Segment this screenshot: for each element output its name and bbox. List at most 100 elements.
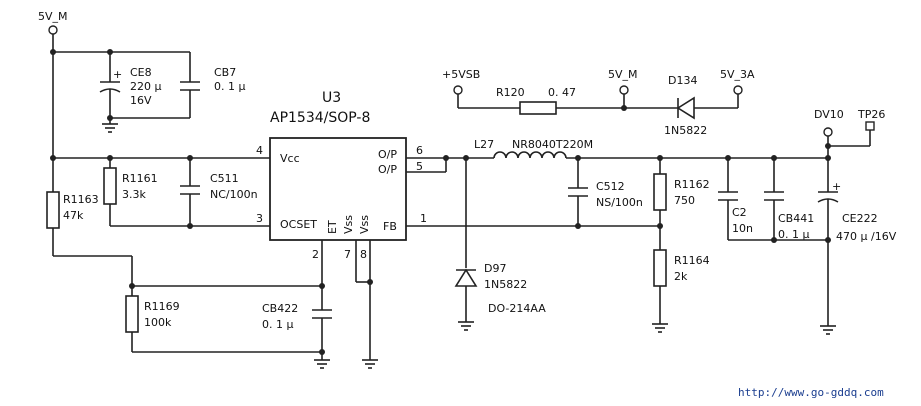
net-label-dv10: DV10 (814, 108, 844, 121)
label-d97-value: 1N5822 (484, 278, 527, 291)
label-cb422-ref: CB422 (262, 302, 298, 315)
net-label-5v-3a: 5V_3A (720, 68, 755, 81)
label-l27-ref: L27 (474, 138, 494, 151)
label-r1162-ref: R1162 (674, 178, 710, 191)
pin-number-4: 4 (256, 144, 263, 157)
junction-dot (187, 223, 193, 229)
capacitor-cb7 (180, 52, 200, 118)
pin-number-5: 5 (416, 160, 423, 173)
capacitor-c511 (180, 158, 200, 226)
label-ce8-value: 220 μ (130, 80, 162, 93)
terminal-dv10 (823, 127, 833, 137)
ground-symbol (652, 323, 668, 333)
pin-number-3: 3 (256, 212, 263, 225)
testpoint-tp26 (865, 121, 875, 131)
capacitor-ce8: + (99, 52, 122, 118)
resistor-r1162 (653, 173, 667, 211)
terminal-5v-m (48, 25, 58, 35)
diode-d134 (676, 96, 738, 120)
label-c511-value: NC/100n (210, 188, 258, 201)
label-cb441-value: 0. 1 μ (778, 228, 810, 241)
label-cb7-value: 0. 1 μ (214, 80, 246, 93)
footer-url[interactable]: http://www.go-gddq.com (738, 386, 884, 399)
pin-vss2-label: Vss (358, 215, 371, 234)
label-cb441-ref: CB441 (778, 212, 814, 225)
ground-symbol (820, 325, 836, 335)
net-label-5vsb: +5VSB (442, 68, 480, 81)
label-r1163-ref: R1163 (63, 193, 99, 206)
label-r120-ref: R120 (496, 86, 525, 99)
pin-number-2: 2 (312, 248, 319, 261)
pin-ocset-label: OCSET (280, 218, 317, 231)
junction-dot (50, 49, 56, 55)
net-label-5v-m: 5V_M (38, 10, 68, 23)
terminal-5v-3a (733, 85, 743, 95)
resistor-r1161 (103, 167, 117, 205)
junction-dot (621, 105, 627, 111)
net-label-tp26: TP26 (857, 108, 885, 121)
label-d134-value: 1N5822 (664, 124, 707, 137)
label-ce8-voltage: 16V (130, 94, 152, 107)
terminal-5v-m-right (619, 85, 629, 95)
pin-et-label: ET (326, 220, 339, 234)
ic-u3-body (269, 137, 407, 241)
label-ce8-ref: CE8 (130, 66, 152, 79)
label-r1163-value: 47k (63, 209, 84, 222)
label-d134-ref: D134 (668, 74, 697, 87)
pin-op1-label: O/P (378, 148, 397, 161)
svg-text:+: + (113, 68, 122, 81)
label-c512-ref: C512 (596, 180, 625, 193)
pin-op2-label: O/P (378, 163, 397, 176)
label-c512-value: NS/100n (596, 196, 643, 209)
label-r1164-ref: R1164 (674, 254, 710, 267)
label-l27-value: NR8040T220M (512, 138, 593, 151)
label-r120-value: 0. 47 (548, 86, 576, 99)
label-d97-package: DO-214AA (488, 302, 546, 315)
ic-part: AP1534/SOP-8 (270, 110, 370, 126)
capacitor-cb441 (764, 158, 784, 240)
ground-symbol (102, 118, 118, 133)
capacitor-cb422 (312, 309, 332, 352)
label-r1169-value: 100k (144, 316, 172, 329)
label-c2-value: 10n (732, 222, 753, 235)
label-r1161-ref: R1161 (122, 172, 158, 185)
pin-vss1-label: Vss (342, 215, 355, 234)
ground-symbol (314, 352, 330, 369)
net-label-5v-m-right: 5V_M (608, 68, 638, 81)
label-r1164-value: 2k (674, 270, 688, 283)
capacitor-c512 (568, 158, 588, 226)
junction-dot (443, 155, 449, 161)
label-cb7-ref: CB7 (214, 66, 236, 79)
pin-number-7: 7 (344, 248, 351, 261)
resistor-r1169 (125, 295, 139, 333)
label-ce222-ref: CE222 (842, 212, 878, 225)
label-d97-ref: D97 (484, 262, 506, 275)
junction-dot (771, 237, 777, 243)
resistor-r1163 (46, 191, 60, 229)
capacitor-ce222: + (817, 158, 841, 326)
svg-text:+: + (832, 180, 841, 193)
pin-number-1: 1 (420, 212, 427, 225)
label-ce222-value: 470 μ /16V (836, 230, 897, 243)
label-r1169-ref: R1169 (144, 300, 180, 313)
label-cb422-value: 0. 1 μ (262, 318, 294, 331)
diode-d97 (454, 268, 478, 322)
label-c2-ref: C2 (732, 206, 747, 219)
junction-dot (319, 283, 325, 289)
pin-number-8: 8 (360, 248, 367, 261)
label-r1161-value: 3.3k (122, 188, 146, 201)
pin-number-6: 6 (416, 144, 423, 157)
resistor-r120 (519, 101, 557, 115)
inductor-l27 (493, 151, 567, 159)
resistor-r1164 (653, 249, 667, 287)
ground-symbol (362, 359, 378, 369)
capacitor-c2 (718, 158, 738, 240)
ic-ref: U3 (322, 90, 341, 106)
label-r1162-value: 750 (674, 194, 695, 207)
ground-symbol (458, 321, 474, 331)
label-c511-ref: C511 (210, 172, 239, 185)
pin-vcc-label: Vcc (280, 152, 300, 165)
junction-dot (129, 283, 135, 289)
terminal-5vsb (453, 85, 463, 95)
